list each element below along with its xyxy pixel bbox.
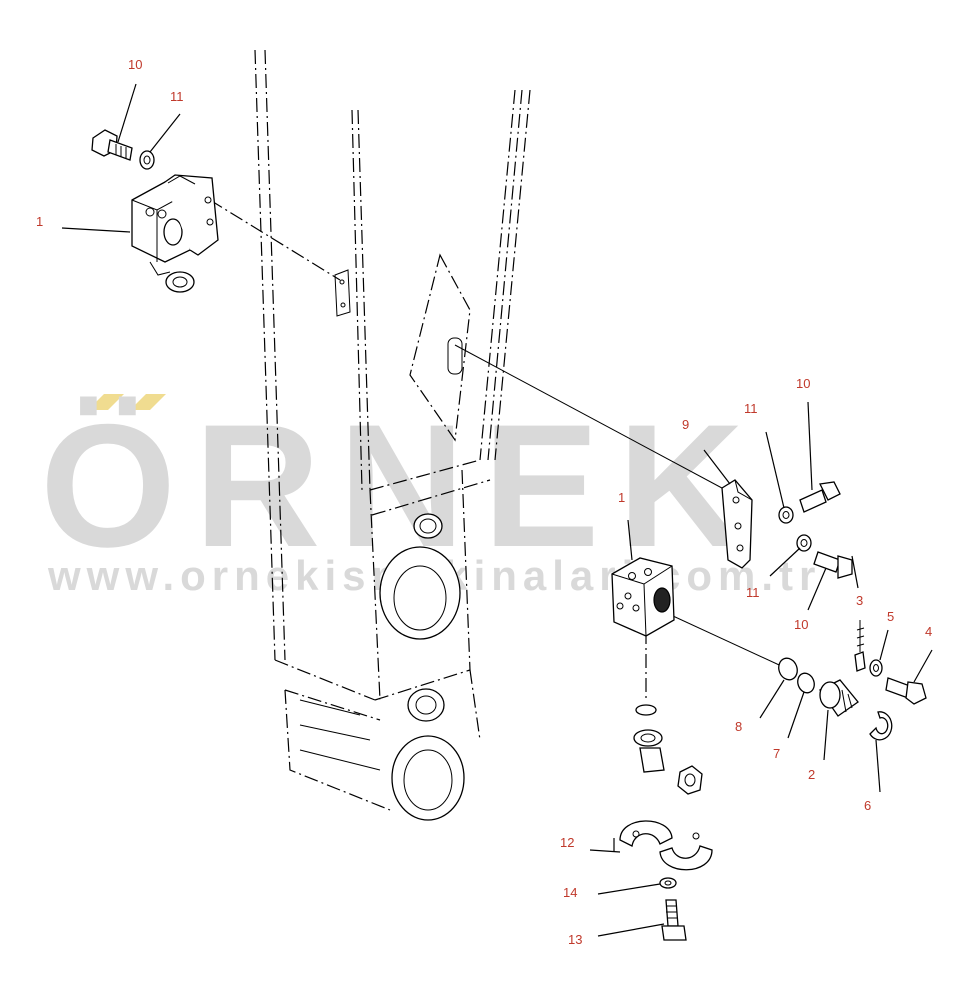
nut-lower xyxy=(677,765,703,795)
callout-1-upper: 1 xyxy=(36,214,43,229)
washer-5 xyxy=(869,659,883,677)
bolt-13 xyxy=(661,899,687,941)
bolts-bracket xyxy=(799,481,853,579)
callout-11-upper: 11 xyxy=(170,89,184,104)
callout-3: 3 xyxy=(856,593,863,608)
callout-6: 6 xyxy=(864,798,871,813)
callout-4: 4 xyxy=(925,624,932,639)
fitting-lower xyxy=(633,729,665,773)
washer-upper xyxy=(139,150,155,170)
leader-lines xyxy=(61,83,933,937)
callout-1-lower: 1 xyxy=(618,490,625,505)
callout-10-bracket-bottom: 10 xyxy=(794,617,808,632)
split-flange-12 xyxy=(619,820,713,871)
callout-5: 5 xyxy=(887,609,894,624)
valve-block-lower xyxy=(611,557,675,637)
callout-14: 14 xyxy=(563,885,577,900)
boom-outline xyxy=(254,49,531,811)
o-ring-8 xyxy=(778,657,798,681)
callout-13: 13 xyxy=(568,932,582,947)
callout-12: 12 xyxy=(560,835,574,850)
boom-pin-bosses xyxy=(299,513,465,821)
callout-2: 2 xyxy=(808,767,815,782)
washer-14 xyxy=(659,877,677,889)
callout-10-bracket-top: 10 xyxy=(796,376,810,391)
washers-bracket xyxy=(778,506,812,552)
o-ring-7 xyxy=(797,672,815,694)
watermark-accent-left xyxy=(88,394,124,410)
snap-ring-6 xyxy=(869,711,893,741)
watermark: ÖRNEK www.ornekismakinalari.com.tr xyxy=(40,389,815,599)
bracket xyxy=(721,479,753,569)
o-ring-lower xyxy=(635,704,657,716)
callout-9: 9 xyxy=(682,417,689,432)
callout-11-bracket-bottom: 11 xyxy=(746,585,760,600)
watermark-accent-right xyxy=(130,394,166,410)
valve-block-upper xyxy=(131,174,219,293)
callout-labels: 1 10 11 9 11 10 1 11 10 3 5 4 8 7 2 6 12… xyxy=(36,57,932,947)
bolt-3 xyxy=(854,620,866,672)
adapter-2 xyxy=(819,679,859,717)
callout-8: 8 xyxy=(735,719,742,734)
callout-7: 7 xyxy=(773,746,780,761)
assembly-centerlines xyxy=(209,199,791,700)
bolt-4 xyxy=(885,677,927,705)
callout-10-upper: 10 xyxy=(128,57,142,72)
watermark-main-text: ÖRNEK xyxy=(40,389,762,584)
callout-11-bracket-top: 11 xyxy=(744,401,758,416)
bolt-upper xyxy=(91,129,133,161)
